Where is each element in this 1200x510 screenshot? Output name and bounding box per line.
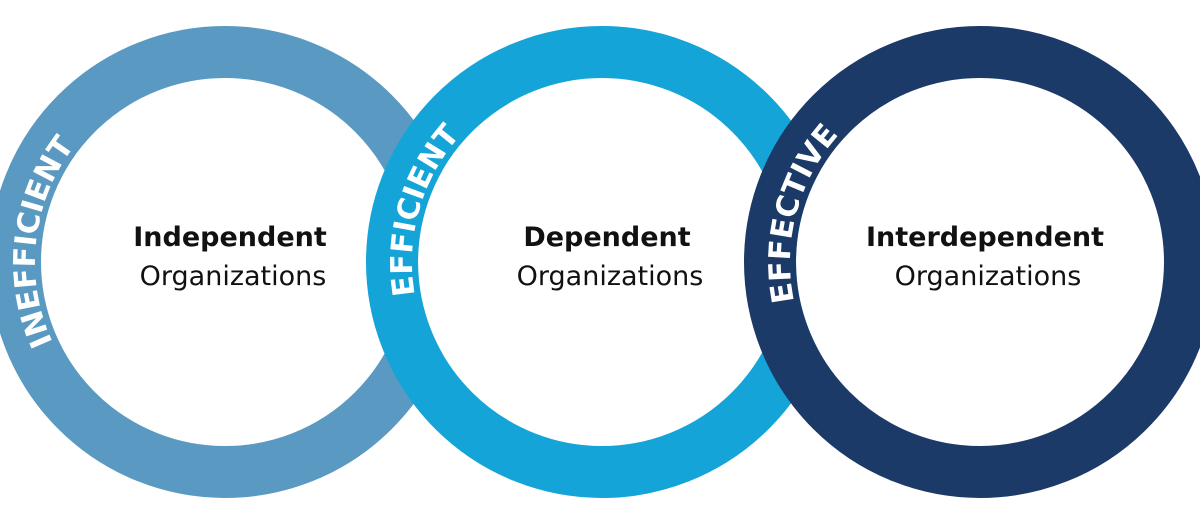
stage-subtitle-interdependent: Organizations [895, 261, 1082, 292]
stage-subtitle-dependent: Organizations [517, 261, 704, 292]
inner-disc-interdependent [796, 78, 1164, 446]
stage-title-interdependent: Interdependent [866, 222, 1104, 253]
stage-title-independent: Independent [133, 222, 327, 253]
inner-disc-dependent [418, 78, 786, 446]
stage-subtitle-independent: Organizations [140, 261, 327, 292]
inner-disc-independent [41, 78, 409, 446]
stage-title-dependent: Dependent [523, 222, 690, 253]
ring-interdependent [744, 26, 1200, 498]
